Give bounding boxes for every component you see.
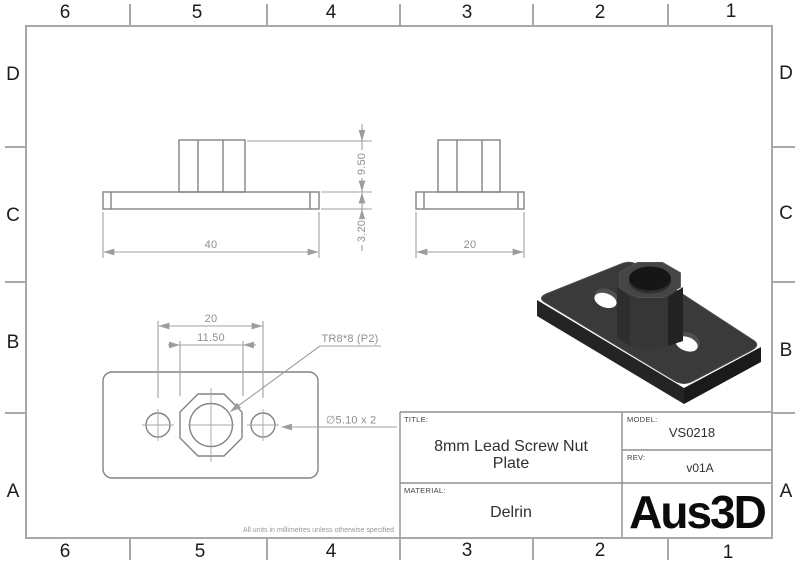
iso-plate-side-left [537, 300, 684, 404]
zone-col-top-5: 5 [191, 2, 203, 23]
rev-label: REV: [627, 453, 646, 462]
iso-boss-facet-right [668, 287, 683, 346]
centerlines [142, 388, 279, 462]
zone-col-bottom-5: 5 [194, 541, 206, 562]
callout-thread: TR8*8 (P2) [321, 333, 379, 345]
callout-hole: ∅5.10 x 2 [325, 414, 377, 427]
zone-col-bottom-4: 4 [325, 541, 337, 562]
front-plate-corner-lines [110, 192, 311, 209]
material-value: Delrin [490, 504, 532, 521]
dim-text-hole-spacing: 20 [204, 313, 218, 325]
zone-row-right-d: D [779, 63, 793, 84]
zone-col-top-2: 2 [594, 2, 606, 23]
model-value: VS0218 [668, 425, 716, 440]
material-label: MATERIAL: [404, 486, 446, 495]
zone-row-left-c: C [6, 205, 20, 226]
zone-col-bottom-2: 2 [594, 540, 606, 561]
zone-col-top-4: 4 [325, 2, 337, 23]
leader-thread [230, 345, 321, 412]
front-view [102, 139, 320, 210]
dim-text-plate-thickness: 3.20 [356, 218, 368, 244]
iso-boss-facet-front [630, 297, 668, 349]
dim-text-nut-flats: 11.50 [197, 332, 225, 344]
dim-text-boss-height: 9.50 [356, 151, 368, 177]
front-plate [102, 191, 320, 210]
side-plate-corner-lines [423, 192, 519, 209]
side-view [415, 139, 525, 210]
zone-row-right-c: C [779, 203, 793, 224]
rev-value: v01A [686, 461, 714, 475]
side-plate [415, 191, 525, 210]
dim-text-front-width: 40 [204, 239, 218, 251]
zone-col-bottom-6: 6 [59, 541, 71, 562]
drawing-frame [5, 4, 795, 560]
zone-col-top-3: 3 [461, 2, 473, 23]
dim-text-side-width: 20 [463, 239, 477, 251]
zone-row-right-b: B [779, 340, 793, 361]
front-boss [178, 139, 246, 193]
zone-col-bottom-1: 1 [722, 542, 734, 563]
top-plate [102, 371, 319, 479]
title-block-lines [399, 411, 771, 537]
zone-col-top-6: 6 [59, 2, 71, 23]
drawing-title: 8mm Lead Screw Nut Plate [434, 438, 588, 472]
units-note: All units in millimetres unless otherwis… [243, 527, 394, 534]
model-label: MODEL: [627, 415, 658, 424]
iso-plate-side-right [684, 347, 761, 404]
zone-row-left-a: A [6, 481, 20, 502]
side-boss-facet-lines [456, 140, 483, 192]
iso-render [537, 261, 761, 404]
ext-lines [102, 140, 525, 398]
zone-col-bottom-3: 3 [461, 540, 473, 561]
dimension-lines [102, 124, 525, 431]
company-logo: Aus3D [629, 486, 767, 538]
zone-row-right-a: A [779, 481, 793, 502]
title-label: TITLE: [404, 415, 429, 424]
zone-row-left-b: B [6, 332, 20, 353]
side-boss [437, 139, 501, 193]
zone-row-left-d: D [6, 64, 20, 85]
nut-octagon [179, 393, 243, 457]
zone-ticks [5, 4, 795, 560]
iso-boss-facet-left [617, 287, 630, 346]
zone-col-top-1: 1 [725, 1, 737, 22]
iso-bore [629, 266, 671, 291]
iso-hole-left [594, 288, 619, 309]
front-boss-facet-lines [197, 140, 224, 192]
